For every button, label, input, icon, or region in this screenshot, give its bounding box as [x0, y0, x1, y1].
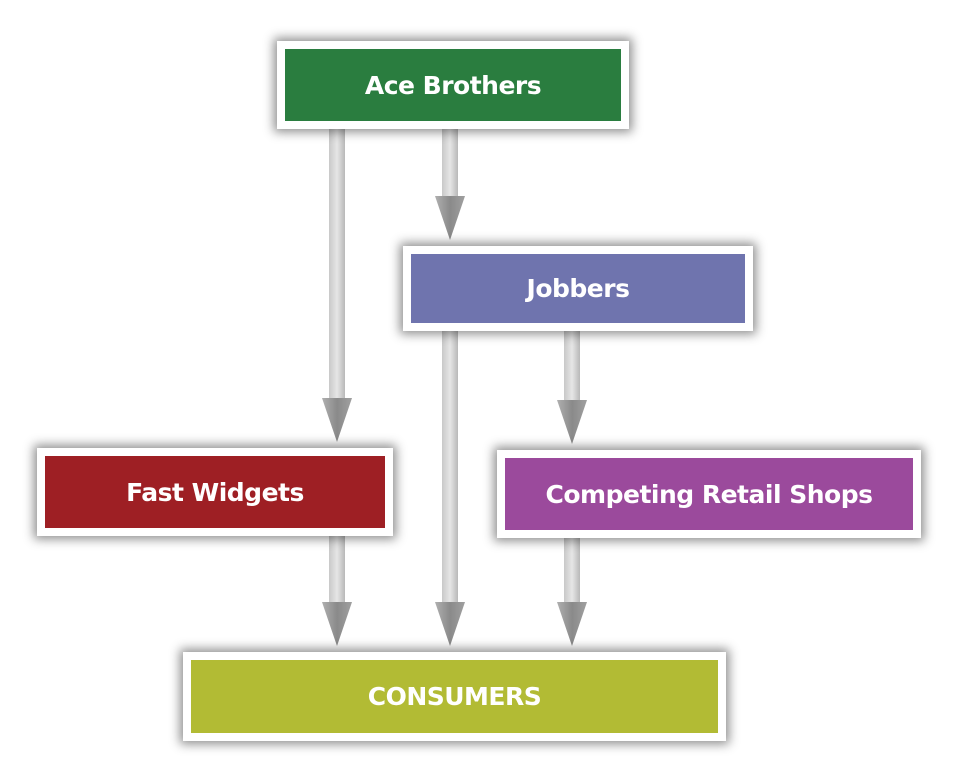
node-ace-brothers-label: Ace Brothers — [364, 70, 542, 100]
arrow-jobbers-to-consumers — [435, 331, 465, 646]
arrow-shaft — [442, 129, 458, 200]
arrow-shaft — [329, 129, 345, 402]
arrow-head — [557, 602, 587, 646]
node-ace-brothers: Ace Brothers — [277, 41, 629, 129]
arrow-fast-to-consumers — [322, 536, 352, 646]
arrow-ace-to-jobbers — [435, 129, 465, 240]
arrow-shaft — [442, 331, 458, 606]
node-fast-widgets-label: Fast Widgets — [126, 477, 304, 507]
node-ace-brothers-fill: Ace Brothers — [285, 49, 621, 121]
arrow-competing-to-consumers — [557, 538, 587, 646]
arrow-head — [557, 400, 587, 444]
arrow-shaft — [564, 331, 580, 404]
node-competing-retail-shops-label: Competing Retail Shops — [545, 479, 873, 509]
node-consumers-fill: CONSUMERS — [191, 660, 718, 733]
arrow-ace-to-fast — [322, 129, 352, 442]
node-fast-widgets-fill: Fast Widgets — [45, 456, 385, 528]
arrow-shaft — [564, 538, 580, 606]
arrow-head — [322, 602, 352, 646]
arrow-shaft — [329, 536, 345, 606]
node-jobbers-fill: Jobbers — [411, 254, 745, 323]
arrow-head — [435, 196, 465, 240]
node-competing-retail-shops: Competing Retail Shops — [497, 450, 921, 538]
node-competing-retail-shops-fill: Competing Retail Shops — [505, 458, 913, 530]
node-fast-widgets: Fast Widgets — [37, 448, 393, 536]
arrow-head — [322, 398, 352, 442]
node-consumers-label: CONSUMERS — [367, 682, 542, 711]
arrow-jobbers-to-competing — [557, 331, 587, 444]
node-consumers: CONSUMERS — [183, 652, 726, 741]
node-jobbers: Jobbers — [403, 246, 753, 331]
arrow-head — [435, 602, 465, 646]
node-jobbers-label: Jobbers — [526, 274, 630, 303]
